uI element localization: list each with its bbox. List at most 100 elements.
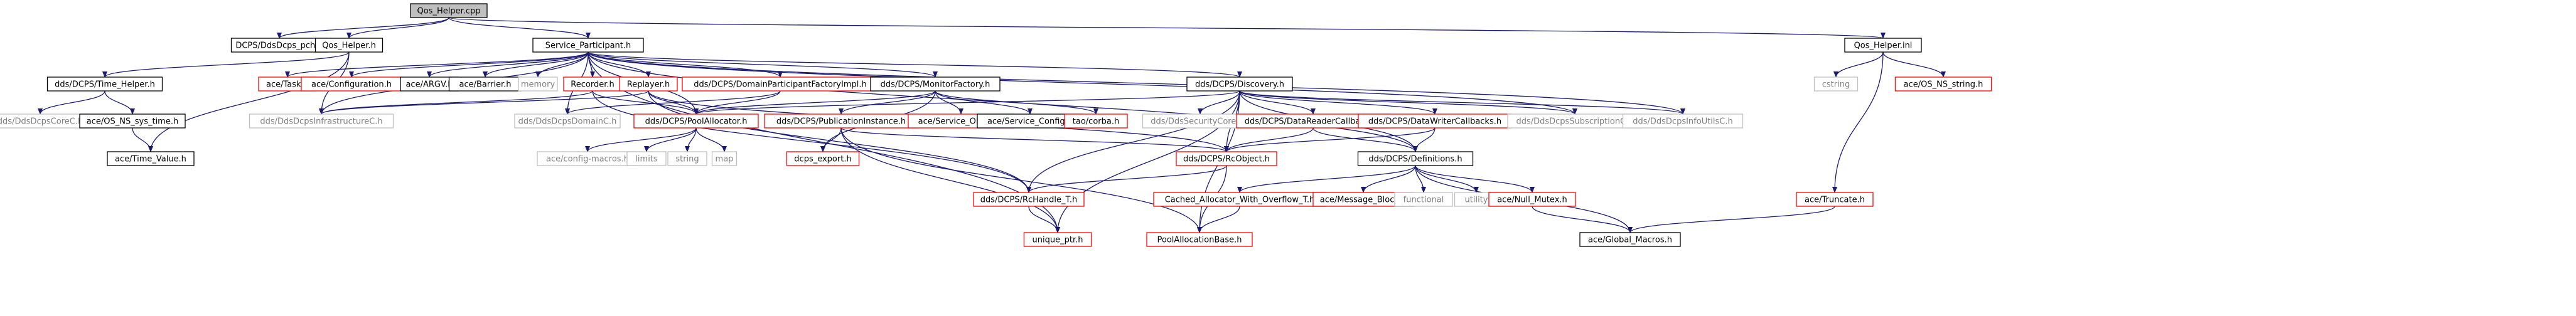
node-string: string: [667, 151, 707, 166]
node-unique-ptr[interactable]: unique_ptr.h: [1023, 232, 1092, 247]
node-box: [1357, 151, 1474, 166]
node-box: [1894, 76, 1992, 92]
node-label: ace/Barrier.h: [459, 80, 512, 90]
node-box: [107, 151, 195, 166]
node-dcps-export[interactable]: dcps_export.h: [786, 151, 860, 166]
node-label: Replayer.h: [627, 80, 670, 90]
node-time-value[interactable]: ace/Time_Value.h: [107, 151, 195, 166]
edge-dpf_impl-to-pool_allocator: [694, 90, 781, 115]
edge-os_ns_sys_time-to-time_value: [132, 127, 153, 152]
edge-time_helper-to-core_c_left: [38, 90, 105, 115]
edge-service_participant-to-configuration: [349, 51, 589, 78]
node-time-helper[interactable]: dds/DCPS/Time_Helper.h: [46, 76, 163, 92]
node-box: [667, 151, 707, 166]
node-configuration[interactable]: ace/Configuration.h: [301, 76, 402, 92]
node-os-ns-sys-time[interactable]: ace/OS_NS_sys_time.h: [79, 113, 186, 129]
node-argv[interactable]: ace/ARGV.h: [400, 76, 459, 92]
edge-service_participant-to-subscription_c: [588, 51, 1577, 115]
node-recorder[interactable]: Recorder.h: [563, 76, 622, 92]
node-qos-h[interactable]: Qos_Helper.h: [314, 38, 384, 53]
node-label: ace/OS_NS_string.h: [1904, 80, 1983, 90]
node-label: ace/Time_Value.h: [115, 155, 186, 164]
edge-qos_cpp-to-service_participant: [448, 17, 591, 39]
node-label: ace/ARGV.h: [405, 80, 453, 90]
node-message-block[interactable]: ace/Message_Block.h: [1312, 192, 1414, 207]
node-label: dds/DCPS/Time_Helper.h: [55, 80, 155, 90]
node-box: [1146, 232, 1253, 247]
edge-monitor_factory-to-pool_allocator: [694, 90, 936, 115]
node-dcps-pch[interactable]: DCPS/DdsDcps_pch.h: [230, 38, 328, 53]
node-os-ns-string[interactable]: ace/OS_NS_string.h: [1894, 76, 1992, 92]
edge-discovery-to-reader_callbacks: [1239, 90, 1316, 115]
edge-recorder-to-infrastructure_c: [319, 90, 593, 115]
edge-discovery-to-subscription_c: [1239, 90, 1577, 115]
edge-discovery-to-security_core_c: [1198, 90, 1240, 115]
node-box: [1023, 232, 1092, 247]
node-box: [1813, 76, 1859, 92]
edge-monitor_factory-to-service_object: [935, 90, 963, 115]
node-rc-handle[interactable]: dds/DCPS/RcHandle_T.h: [973, 192, 1085, 207]
node-box: [626, 151, 667, 166]
node-config-macros: ace/config-macros.h: [537, 151, 638, 166]
edge-monitor_factory-to-tao_corba: [935, 90, 1098, 115]
node-qos-inl[interactable]: Qos_Helper.inl: [1844, 38, 1922, 53]
node-writer-callbacks[interactable]: dds/DCPS/DataWriterCallbacks.h: [1358, 113, 1512, 129]
node-label: ace/Truncate.h: [1805, 196, 1865, 205]
node-discovery[interactable]: dds/DCPS/Discovery.h: [1186, 76, 1293, 92]
node-pool-allocator[interactable]: dds/DCPS/PoolAllocator.h: [633, 113, 759, 129]
node-label: dds/DCPS/PoolAllocator.h: [645, 117, 748, 127]
edge-writer_callbacks-to-rc_object: [1224, 127, 1436, 152]
node-label: ace/Global_Macros.h: [1588, 236, 1672, 245]
node-box: [973, 192, 1085, 207]
node-label: Service_Participant.h: [545, 41, 631, 51]
node-cstring: cstring: [1813, 76, 1859, 92]
node-cached-allocator[interactable]: Cached_Allocator_With_Overflow_T.h: [1153, 192, 1326, 207]
node-service-config[interactable]: ace/Service_Config.h: [977, 113, 1083, 129]
node-subscription-c: dds/DdsDcpsSubscriptionC.h: [1507, 113, 1643, 129]
node-label: dds/DCPS/MonitorFactory.h: [881, 80, 990, 90]
edge-qos_inl-to-truncate: [1832, 51, 1884, 193]
node-dpf-impl[interactable]: dds/DCPS/DomainParticipantFactoryImpl.h: [682, 76, 879, 92]
node-box: [532, 38, 644, 53]
node-label: Recorder.h: [571, 80, 614, 90]
node-monitor-factory[interactable]: dds/DCPS/MonitorFactory.h: [870, 76, 1001, 92]
node-label: ace/Configuration.h: [311, 80, 392, 90]
edge-definitions-to-message_block: [1361, 165, 1416, 193]
edge-discovery-to-writer_callbacks: [1239, 90, 1437, 115]
node-label: dcps_export.h: [794, 155, 851, 164]
edge-definitions-to-null_mutex: [1415, 165, 1535, 193]
node-barrier[interactable]: ace/Barrier.h: [448, 76, 522, 92]
node-reader-callbacks[interactable]: dds/DCPS/DataReaderCallbacks.h: [1236, 113, 1390, 129]
node-box: [1394, 192, 1453, 207]
edge-qos_cpp-to-qos_inl: [448, 17, 1885, 39]
node-tao-corba[interactable]: tao/corba.h: [1064, 113, 1128, 129]
node-box: [870, 76, 1001, 92]
node-box: [711, 151, 738, 166]
edge-definitions-to-cached_allocator: [1237, 165, 1416, 193]
node-label: dds/DdsSecurityCoreC.h: [1151, 117, 1250, 127]
node-global-macros[interactable]: ace/Global_Macros.h: [1579, 232, 1681, 247]
node-definitions[interactable]: dds/DCPS/Definitions.h: [1357, 151, 1474, 166]
edge-qos_cpp-to-qos_h: [346, 17, 449, 39]
node-rc-object[interactable]: dds/DCPS/RcObject.h: [1176, 151, 1277, 166]
node-publication-instance[interactable]: dds/DCPS/PublicationInstance.h: [764, 113, 918, 129]
node-qos-cpp[interactable]: Qos_Helper.cpp: [410, 3, 488, 18]
node-null-mutex[interactable]: ace/Null_Mutex.h: [1488, 192, 1576, 207]
node-service-participant[interactable]: Service_Participant.h: [532, 38, 644, 53]
node-box: [1579, 232, 1681, 247]
node-replayer[interactable]: Replayer.h: [619, 76, 678, 92]
node-pool-allocation-base[interactable]: PoolAllocationBase.h: [1146, 232, 1253, 247]
edge-pool_allocator-to-map: [695, 127, 727, 152]
node-truncate[interactable]: ace/Truncate.h: [1796, 192, 1874, 207]
edge-monitor_factory-to-publication_instance: [839, 90, 936, 115]
node-map: map: [711, 151, 738, 166]
node-box: [46, 76, 163, 92]
node-box: [786, 151, 860, 166]
edge-service_participant-to-task: [285, 51, 589, 78]
edge-service_participant-to-replayer: [588, 51, 651, 78]
edge-recorder-to-rc_handle: [592, 90, 1031, 193]
node-label: ace/OS_NS_sys_time.h: [87, 117, 178, 127]
node-box: [79, 113, 186, 129]
edge-qos_inl-to-os_ns_string: [1882, 51, 1946, 78]
edge-replayer-to-rc_handle: [648, 90, 1031, 193]
